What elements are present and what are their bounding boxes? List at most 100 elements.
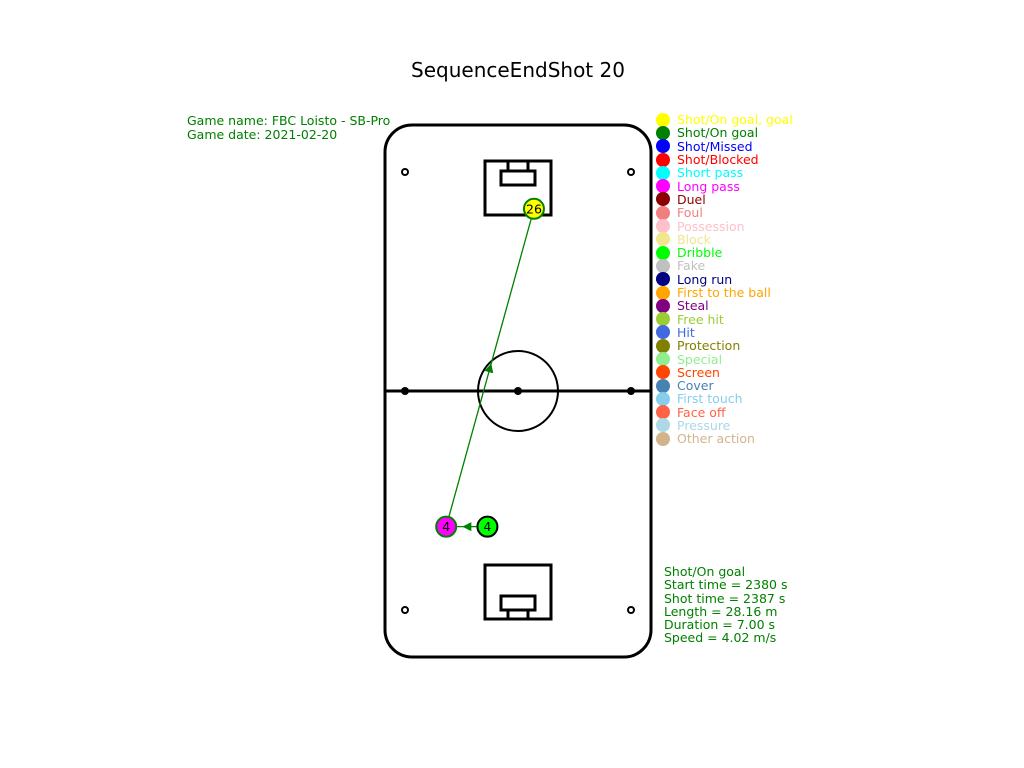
legend-label: Shot/On goal, goal xyxy=(677,112,793,128)
stat-line: Duration = 7.00 s xyxy=(664,617,776,633)
legend-item: Special xyxy=(656,351,793,367)
legend-marker-icon xyxy=(656,258,670,273)
event-marker: 26 xyxy=(522,197,545,220)
legend-marker-icon xyxy=(656,272,670,287)
legend-item: Block xyxy=(656,231,793,247)
legend-label: Other action xyxy=(677,431,755,447)
player-number: 4 xyxy=(483,519,491,534)
legend-item: Short pass xyxy=(656,165,793,181)
bottom-goal xyxy=(499,594,537,612)
legend-label: Short pass xyxy=(677,165,744,181)
legend-marker-icon xyxy=(656,139,670,154)
legend-item: Possession xyxy=(656,218,793,234)
event-dot xyxy=(476,515,499,538)
legend-label: Shot/Missed xyxy=(677,138,753,154)
legend-label: Protection xyxy=(677,338,741,354)
legend-item: Steal xyxy=(656,298,793,314)
legend-label: Cover xyxy=(677,378,714,394)
legend-item: Dribble xyxy=(656,245,793,260)
event-marker: 4 xyxy=(476,515,499,538)
game-info: Game name: FBC Loisto - SB-Pro Game date… xyxy=(187,114,390,141)
legend-label: Long run xyxy=(677,271,733,287)
legend-item: Face off xyxy=(656,404,793,420)
event-marker: 4 xyxy=(435,515,458,538)
legend-marker-icon xyxy=(656,192,670,207)
center-circle xyxy=(477,350,559,432)
event-dot xyxy=(435,515,458,538)
legend-marker-icon xyxy=(656,232,670,247)
player-number: 4 xyxy=(442,519,450,534)
legend-marker-icon xyxy=(656,219,670,234)
legend-item: Shot/On goal, goal xyxy=(656,112,793,128)
legend-item: Pressure xyxy=(656,417,793,433)
legend-label: Free hit xyxy=(677,311,724,327)
legend-label: Possession xyxy=(677,218,745,234)
player-number: 26 xyxy=(526,201,542,216)
legend-label: Steal xyxy=(677,298,709,314)
legend-label: Hit xyxy=(677,324,695,340)
legend-item: Duel xyxy=(656,191,793,207)
legend-marker-icon xyxy=(656,431,670,446)
legend-label: Special xyxy=(677,351,723,367)
legend-item: First to the ball xyxy=(656,285,793,301)
legend-item: Hit xyxy=(656,324,793,340)
legend-label: Fake xyxy=(677,258,706,274)
legend-item: Screen xyxy=(656,365,793,380)
bottom-goal-area xyxy=(483,563,553,621)
legend-marker-icon xyxy=(656,245,670,260)
stat-line: Start time = 2380 s xyxy=(664,577,788,593)
game-date: Game date: 2021-02-20 xyxy=(187,126,338,142)
stat-line: Shot/On goal xyxy=(664,564,746,579)
legend-label: First touch xyxy=(677,391,743,407)
legend-item: Long pass xyxy=(656,178,793,194)
legend-item: Shot/Blocked xyxy=(656,152,793,168)
top-goal-area xyxy=(483,159,553,217)
game-name: Game name: FBC Loisto - SB-Pro xyxy=(187,113,391,128)
legend-item: Shot/On goal xyxy=(656,125,793,141)
legend-marker-icon xyxy=(656,112,670,127)
legend-label: First to the ball xyxy=(677,285,771,301)
legend-label: Shot/On goal xyxy=(677,125,759,141)
stat-line: Length = 28.16 m xyxy=(664,603,778,619)
legend-label: Shot/Blocked xyxy=(677,152,759,168)
event-dot xyxy=(522,197,545,220)
legend-marker-icon xyxy=(656,378,670,393)
legend-label: Face off xyxy=(677,404,726,420)
legend-marker-icon xyxy=(656,165,670,180)
legend-marker-icon xyxy=(656,125,670,140)
legend-label: Duel xyxy=(677,191,706,207)
legend-marker-icon xyxy=(656,179,670,194)
legend-item: Free hit xyxy=(656,311,793,327)
legend-marker-icon xyxy=(656,298,670,313)
legend-item: Shot/Missed xyxy=(656,138,793,154)
legend-item: Protection xyxy=(656,338,793,354)
legend-item: First touch xyxy=(656,391,793,407)
legend-marker-icon xyxy=(656,152,670,167)
legend-marker-icon xyxy=(656,338,670,353)
legend-marker-icon xyxy=(656,405,670,420)
legend-item: Foul xyxy=(656,205,793,221)
legend-marker-icon xyxy=(656,391,670,406)
stat-line: Speed = 4.02 m/s xyxy=(664,630,777,646)
legend-label: Foul xyxy=(677,205,703,221)
legend-marker-icon xyxy=(656,418,670,433)
legend-marker-icon xyxy=(656,352,670,366)
legend-item: Long run xyxy=(656,271,793,287)
legend-marker-icon xyxy=(656,285,670,300)
legend-label: Long pass xyxy=(677,178,740,194)
legend-item: Cover xyxy=(656,378,793,394)
legend-label: Pressure xyxy=(677,417,731,433)
legend-item: Fake xyxy=(656,258,793,274)
top-goal xyxy=(499,169,537,187)
stat-line: Shot time = 2387 s xyxy=(664,590,786,606)
chart-title: SequenceEndShot 20 xyxy=(411,58,625,82)
legend-marker-icon xyxy=(656,325,670,340)
legend-item: Other action xyxy=(656,431,793,447)
movement-arrow xyxy=(448,219,532,517)
legend-marker-icon xyxy=(656,205,670,220)
legend-marker-icon xyxy=(656,365,670,380)
legend-label: Block xyxy=(677,231,711,247)
